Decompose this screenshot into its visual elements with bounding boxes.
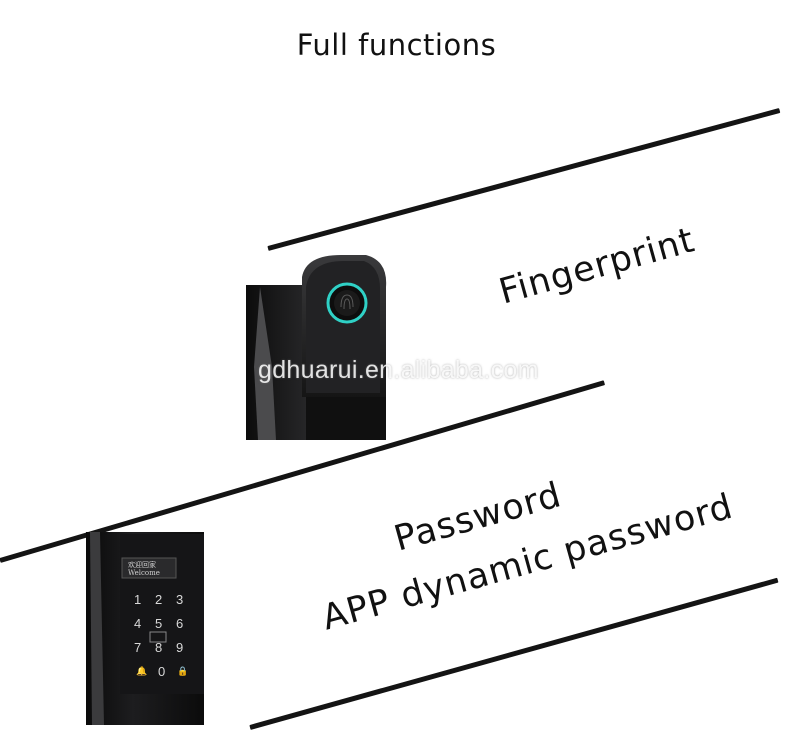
keypad-key-8: 8 xyxy=(155,640,163,655)
bell-icon: 🔔 xyxy=(136,666,148,676)
keypad-lock-image: 欢迎回家 Welcome 1 2 3 4 5 6 7 8 9 🔔 0 🔒 xyxy=(86,532,204,725)
keypad-screen-line1: 欢迎回家 xyxy=(128,561,156,569)
keypad-key-1: 1 xyxy=(134,592,142,607)
keypad-key-2: 2 xyxy=(155,592,163,607)
keypad-key-5: 5 xyxy=(155,616,163,631)
page-title: Full functions xyxy=(296,28,497,62)
lock-icon: 🔒 xyxy=(177,666,189,676)
keypad-key-9: 9 xyxy=(176,640,184,655)
feature-fingerprint: Fingerprint xyxy=(495,220,700,313)
fingerprint-icon xyxy=(340,294,354,310)
keypad-key-4: 4 xyxy=(134,616,142,631)
keypad-key-3: 3 xyxy=(176,592,184,607)
watermark: gdhuarui.en.alibaba.com xyxy=(258,356,539,384)
fingerprint-lock-image xyxy=(246,247,388,440)
keypad-screen-line2: Welcome xyxy=(128,569,160,577)
keypad-key-7: 7 xyxy=(134,640,142,655)
keypad-key-0: 0 xyxy=(158,664,166,679)
keypad-key-6: 6 xyxy=(176,616,184,631)
divider-stripe xyxy=(267,108,781,251)
